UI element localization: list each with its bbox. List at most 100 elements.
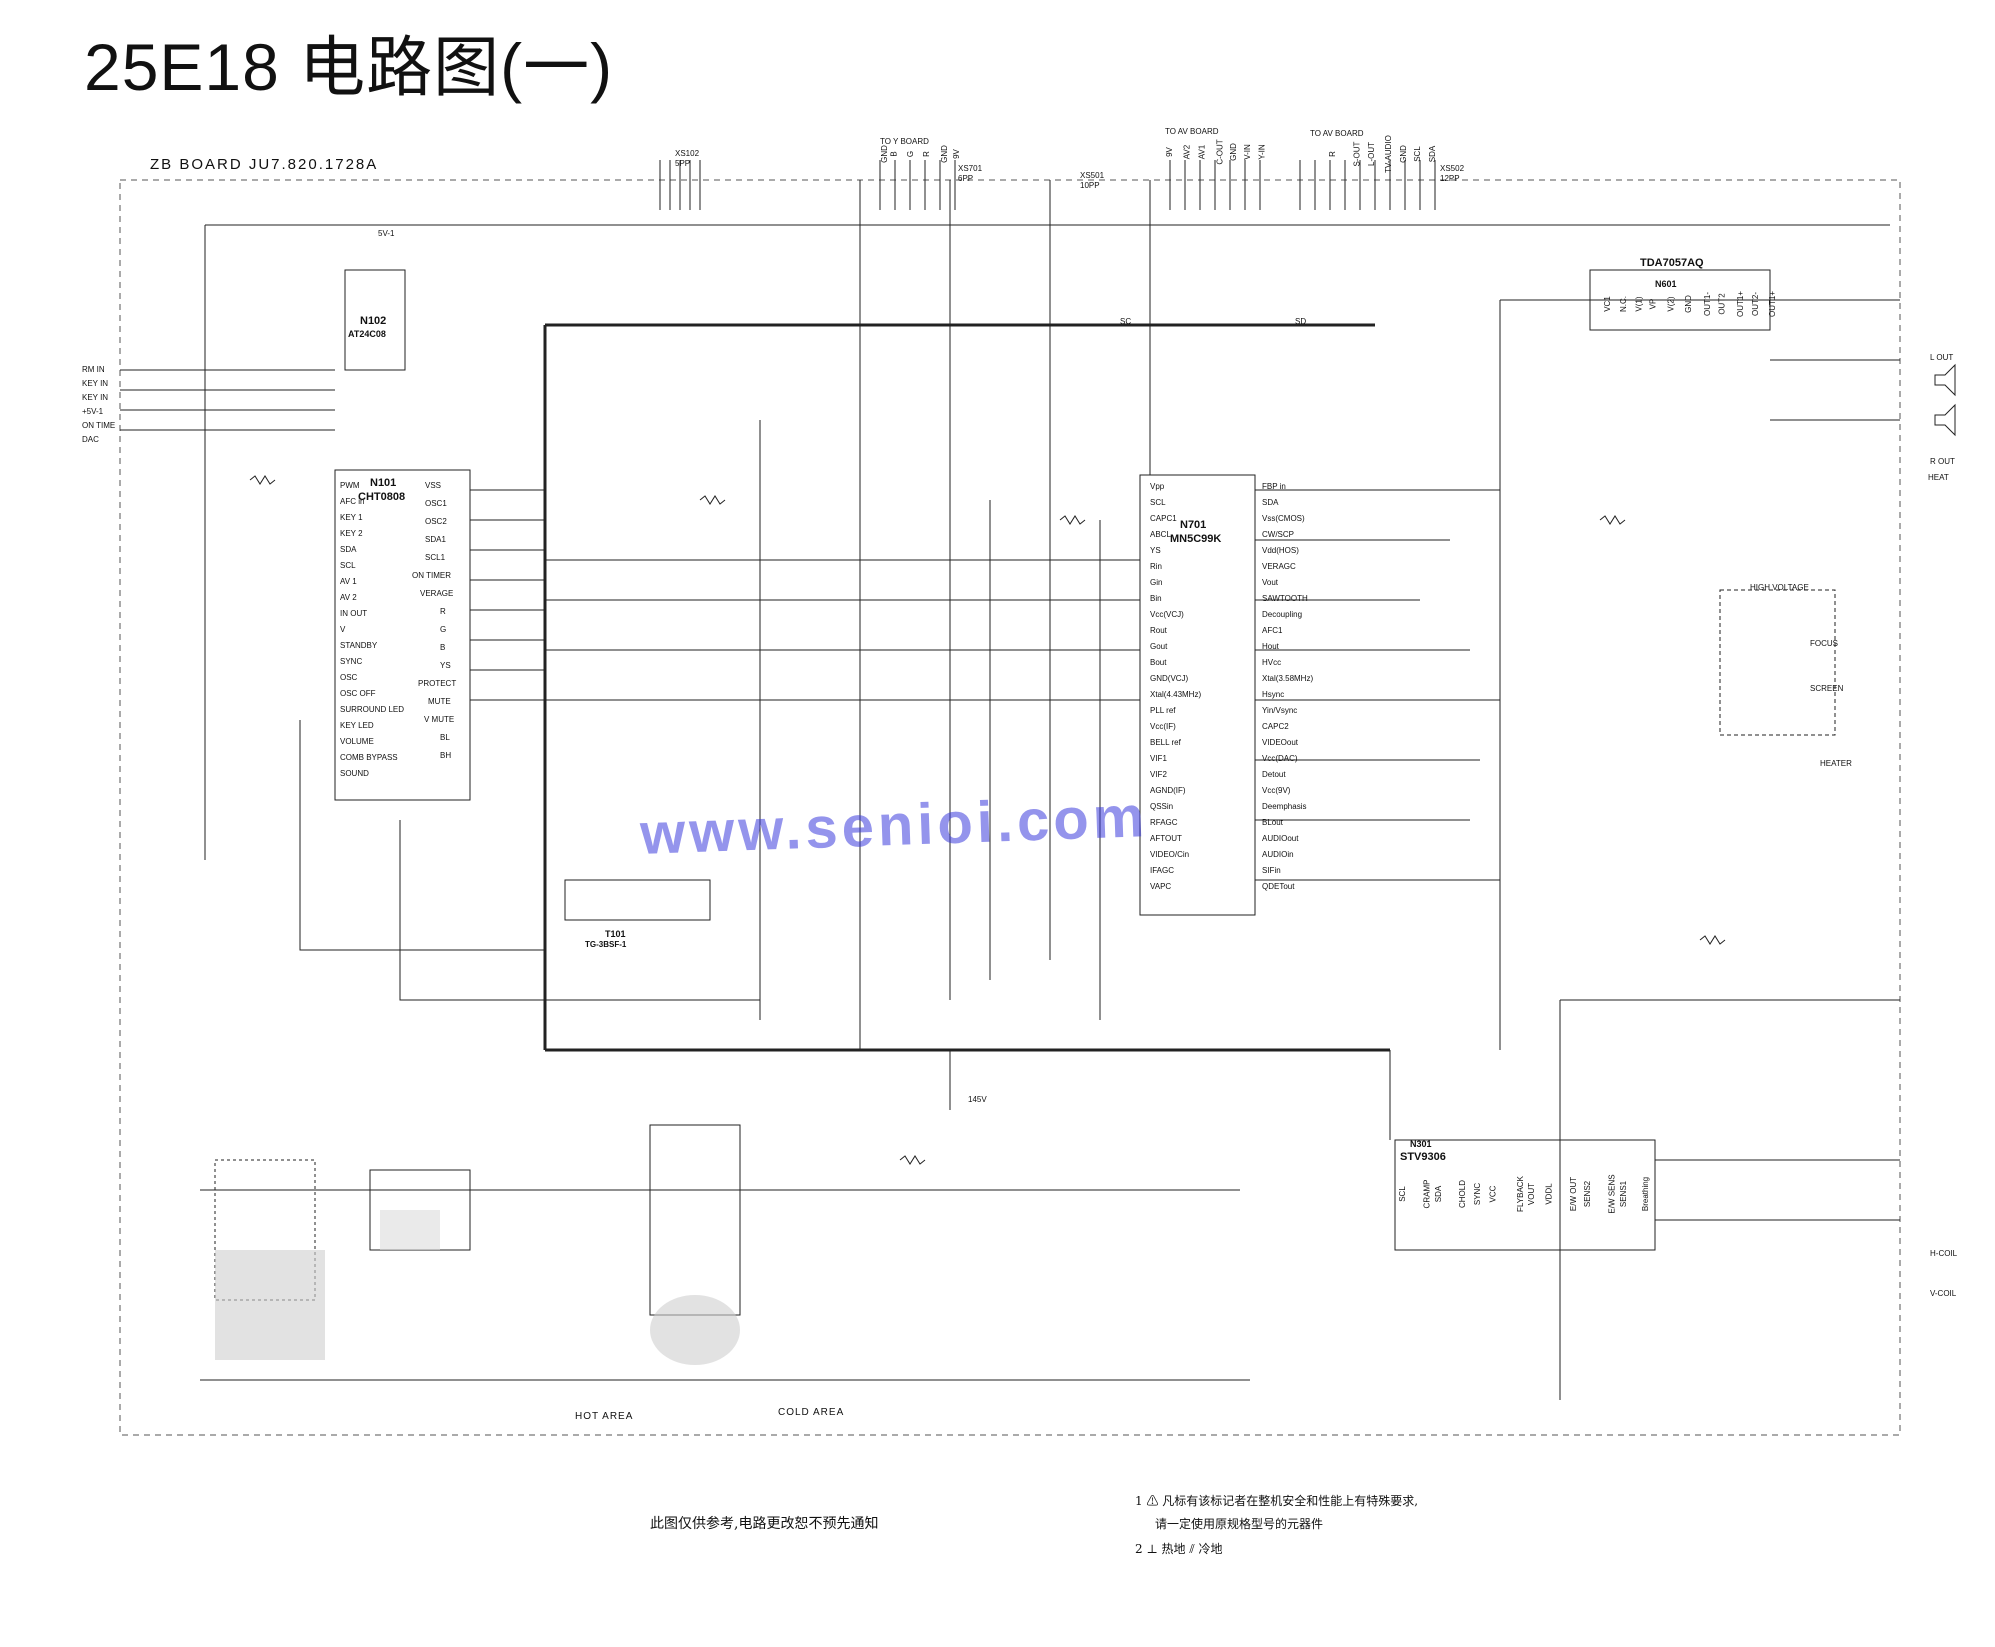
net-label: 9V [951, 149, 961, 159]
pin-label: VERAGE [420, 589, 454, 598]
n101-part: CHT0808 [358, 491, 406, 503]
pin-label: YS [440, 661, 451, 670]
pin-label: SYNC [1473, 1182, 1483, 1206]
pin-label: G [440, 625, 447, 634]
pin-label: AFC in [340, 497, 365, 506]
n102-body [344, 269, 406, 371]
pin-label: IFAGC [1150, 866, 1175, 875]
net-label: GND [939, 145, 949, 163]
pin-label: SURROUND LED [340, 705, 405, 714]
pin-label: Vdd(HOS) [1262, 546, 1299, 555]
pin-label: QDETout [1262, 882, 1295, 891]
net-label: L-OUT [1367, 142, 1376, 166]
sc-label: SC [1120, 317, 1132, 326]
pin-label: PWM [340, 481, 360, 490]
n102-part: AT24C08 [348, 329, 386, 339]
pin-label: SDA [1434, 1185, 1444, 1203]
hot-area-label: HOT AREA [575, 1411, 634, 1422]
pin-label: AGND(IF) [1150, 786, 1186, 795]
n701-part: MN5C99K [1170, 533, 1222, 545]
pin-label: SOUND [340, 769, 369, 778]
pin-label: OUT2- [1751, 292, 1760, 316]
pin-label: VP [1648, 298, 1658, 310]
pin-label: Bout [1150, 658, 1167, 667]
net-label: V-IN [1242, 144, 1252, 160]
pin-label: VIDEO/Cin [1150, 850, 1190, 859]
pin-label: SENS1 [1619, 1180, 1629, 1208]
n601-part: TDA7057AQ [1640, 257, 1704, 269]
page-title: 25E18 电路图(一) [84, 30, 614, 104]
net-label: SDA [1428, 145, 1438, 163]
pin-label: B [440, 643, 446, 652]
net-label: AV2 [1182, 144, 1192, 160]
net-label: TV-AUDIO [1383, 135, 1393, 173]
pin-label: FBP in [1262, 482, 1286, 491]
net-label: GND [1228, 143, 1238, 161]
pin-label: VIF1 [1150, 754, 1167, 763]
heat-label: HEAT [1928, 473, 1949, 482]
connector-xs501-pins: 10PP [1080, 181, 1100, 190]
n101-ref: N101 [370, 477, 397, 489]
net-label: KEY IN [82, 393, 109, 402]
pin-label: FLYBACK [1515, 1176, 1525, 1212]
net-label: Y-IN [1257, 144, 1267, 160]
pin-label: Xtal(4.43MHz) [1150, 690, 1202, 699]
pin-label: N.C. [1619, 296, 1628, 312]
n601-ref: N601 [1655, 279, 1677, 289]
pin-label: VOUT [1527, 1182, 1537, 1206]
pin-label: VAPC [1150, 882, 1172, 891]
pin-label: CAPC1 [1150, 514, 1177, 523]
pin-label: E/W SENS [1607, 1174, 1617, 1214]
pin-label: Gout [1150, 642, 1168, 651]
heater-label: HEATER [1820, 759, 1852, 768]
footer-note-1: 1 ⚠ 凡标有该标记者在整机安全和性能上有特殊要求, [1135, 1494, 1419, 1508]
pin-label: Rin [1150, 562, 1163, 571]
pin-label: R [440, 607, 446, 616]
pin-label: SCL [340, 561, 356, 570]
net-label: C-OUT [1215, 139, 1225, 165]
high-voltage-label: HIGH VOLTAGE [1750, 583, 1809, 592]
pin-label: VCC [1488, 1185, 1498, 1203]
pin-label: CW/SCP [1262, 530, 1294, 539]
pin-label: QSSin [1150, 802, 1174, 811]
pin-label: VIF2 [1150, 770, 1167, 779]
t101-ref: T101 [605, 929, 626, 939]
footer-note-1b: 请一定使用原规格型号的元器件 [1155, 1517, 1324, 1531]
pin-label: BH [440, 751, 452, 760]
pin-label: RFAGC [1150, 818, 1178, 827]
pin-label: V(2) [1666, 296, 1676, 312]
n301-part: STV9306 [1400, 1151, 1446, 1163]
connector-xs502-pins: 12PP [1440, 174, 1460, 183]
pin-label: BLout [1262, 818, 1283, 827]
pin-label: Vcc(9V) [1262, 786, 1291, 795]
to-av-board-label-2: TO AV BOARD [1310, 129, 1364, 138]
pin-label: VDDL [1544, 1183, 1554, 1205]
net-label: GND [879, 145, 889, 163]
connector-xs701-pins: 6PP [958, 174, 974, 183]
net-label: S-OUT [1352, 141, 1362, 167]
pin-label: Decoupling [1262, 610, 1303, 619]
pin-label: V MUTE [424, 715, 455, 724]
net-label: RM IN [82, 365, 105, 374]
pin-label: Xtal(3.58MHz) [1262, 674, 1314, 683]
pin-label: Vpp [1150, 482, 1165, 491]
pin-label: Deemphasis [1262, 802, 1307, 811]
pin-label: MUTE [428, 697, 451, 706]
n102-ref: N102 [360, 315, 387, 327]
net-label: GND [1398, 145, 1408, 163]
pin-label: KEY 2 [340, 529, 363, 538]
pin-label: BELL ref [1150, 738, 1181, 747]
pin-label: VIDEOout [1262, 738, 1299, 747]
pin-label: CRAMP [1422, 1179, 1432, 1209]
pin-label: E/W OUT [1569, 1176, 1579, 1212]
pin-label: IN OUT [340, 609, 368, 618]
pin-label: KEY 1 [340, 513, 363, 522]
pin-label: AUDIOout [1262, 834, 1299, 843]
pin-label: SCL [1397, 1186, 1407, 1202]
pin-label: BL [440, 733, 450, 742]
connector-xs502: XS502 [1440, 164, 1465, 173]
pin-label: GND [1683, 295, 1693, 313]
pin-label: Breathing [1641, 1176, 1651, 1212]
sd-label: SD [1295, 317, 1307, 326]
